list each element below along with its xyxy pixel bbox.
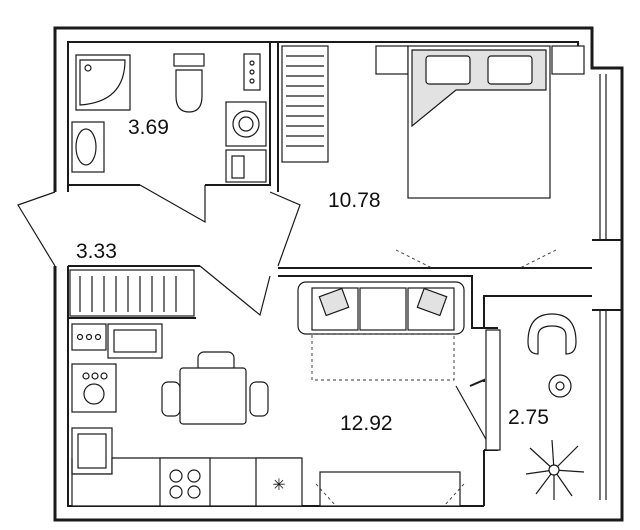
area-label-hallway: 3.33 — [76, 240, 117, 263]
kitchen-furniture: ✳ — [71, 323, 303, 507]
area-label-bedroom: 10.78 — [328, 189, 381, 212]
area-label-balcony: 2.75 — [508, 406, 549, 429]
room-labels: 3.69 10.78 3.33 12.92 2.75 — [76, 116, 549, 435]
bedroom-furniture — [281, 45, 585, 269]
balcony-furniture — [485, 313, 585, 500]
hallway-closet — [69, 269, 195, 317]
interior-walls — [68, 42, 592, 506]
wardrobe-hatch-bedroom — [281, 45, 329, 163]
svg-text:✳: ✳ — [272, 477, 285, 494]
area-label-bathroom: 3.69 — [128, 116, 169, 139]
living-furniture — [297, 281, 465, 507]
plant-icon — [525, 439, 585, 500]
bathroom-fixtures — [71, 53, 267, 183]
area-label-living-kitchen: 12.92 — [340, 412, 393, 435]
